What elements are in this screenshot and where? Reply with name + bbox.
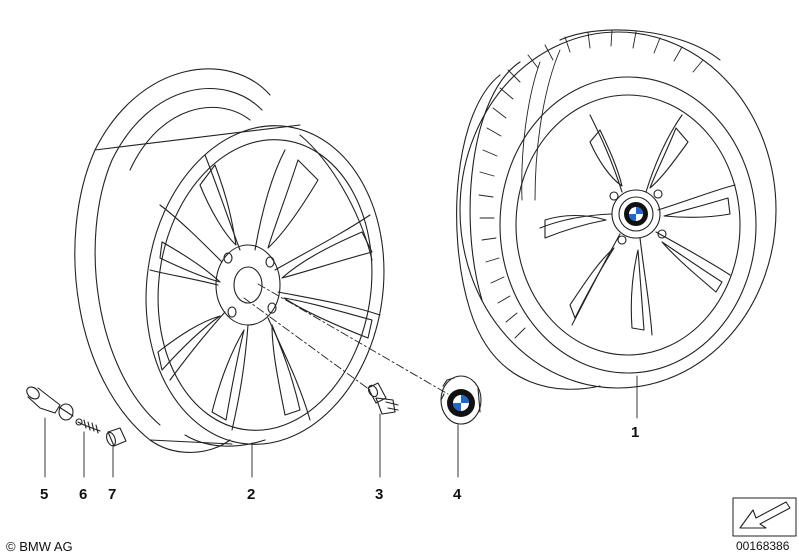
valve-insert-part-6 xyxy=(75,418,101,434)
callout-1: 1 xyxy=(631,424,640,441)
hub-cap-part-4 xyxy=(440,375,482,425)
callout-6: 6 xyxy=(79,486,88,503)
callout-3: 3 xyxy=(375,486,384,503)
wheel-bolt-part-3 xyxy=(367,382,399,415)
copyright-notice: © BMW AG xyxy=(6,539,73,554)
callout-7: 7 xyxy=(108,486,117,503)
document-number: 00168386 xyxy=(736,539,790,553)
bmw-logo-wheel xyxy=(624,202,648,226)
complete-wheel-part-1 xyxy=(456,29,777,390)
orientation-box xyxy=(732,497,797,537)
rim-part-2 xyxy=(74,68,385,453)
callout-4: 4 xyxy=(453,486,462,503)
assembly-axis-bolt xyxy=(243,297,371,391)
valve-part-5 xyxy=(26,386,74,421)
valve-cap-part-7 xyxy=(105,427,127,447)
callout-2: 2 xyxy=(247,486,256,503)
bmw-logo-hub-cap xyxy=(447,389,475,417)
callout-5: 5 xyxy=(40,486,49,503)
leader-lines xyxy=(44,283,638,478)
assembly-axis-hubcap xyxy=(257,283,449,395)
